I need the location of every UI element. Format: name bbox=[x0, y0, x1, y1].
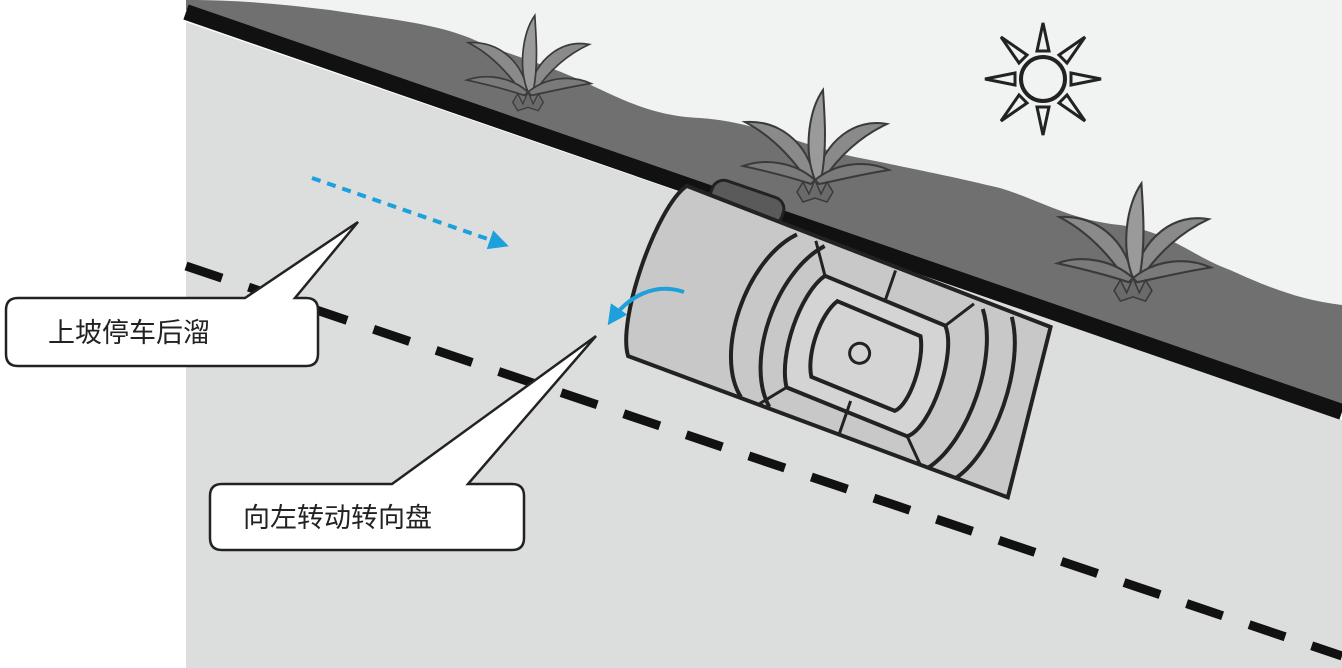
callout-rollback-label: 上坡停车后溜 bbox=[48, 318, 210, 349]
car-icon bbox=[624, 178, 1053, 501]
lane-divider bbox=[184, 261, 1342, 661]
callout-steer-left-label: 向左转动转向盘 bbox=[243, 503, 432, 534]
sun-icon bbox=[984, 22, 1102, 136]
callout-rollback: 上坡停车后溜 bbox=[4, 220, 359, 368]
rollback-direction-arrow bbox=[311, 176, 509, 250]
callout-steer-left: 向左转动转向盘 bbox=[208, 334, 597, 552]
steer-left-arrow bbox=[607, 286, 685, 326]
